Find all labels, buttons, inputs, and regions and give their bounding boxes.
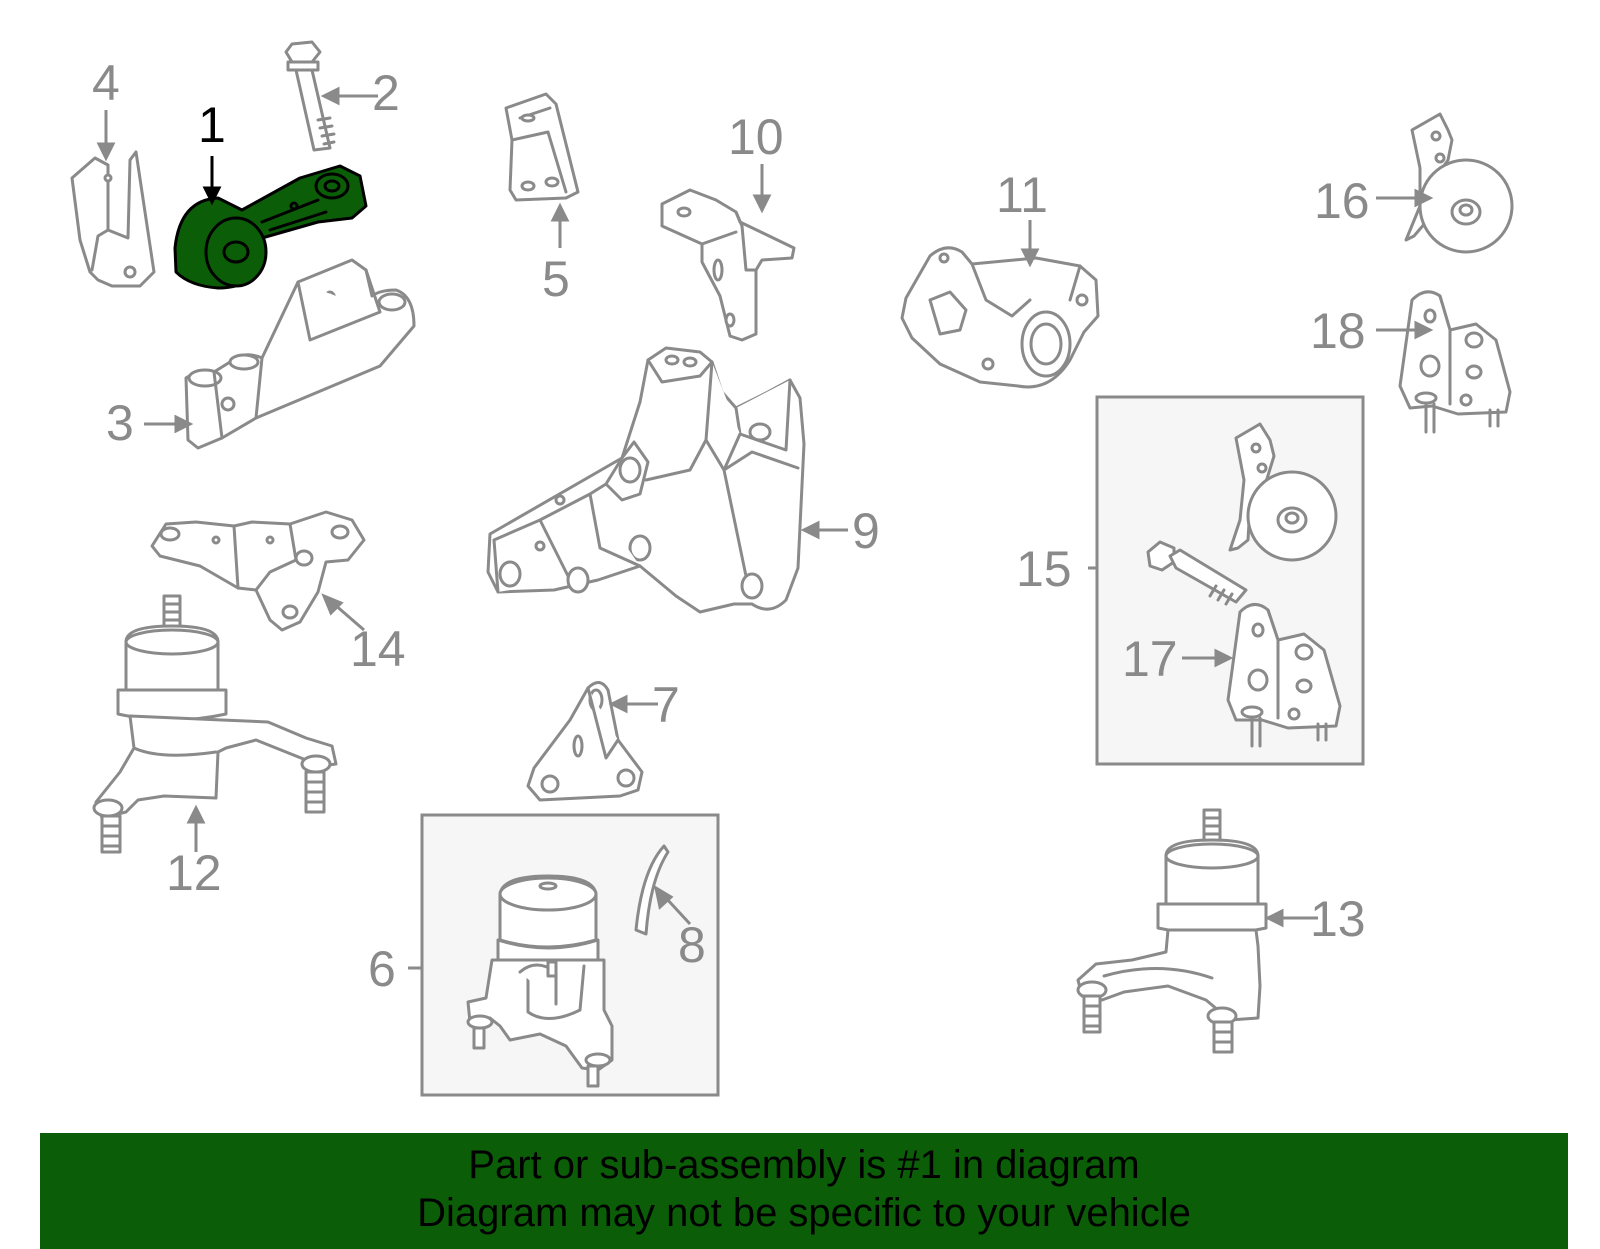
callout-7[interactable]: 7 xyxy=(652,677,680,733)
part-1-torque-rod[interactable] xyxy=(173,164,368,290)
callout-5[interactable]: 5 xyxy=(542,251,570,307)
arrow-7-head xyxy=(608,694,628,714)
arrow-5-head xyxy=(550,202,570,222)
part-16-mount[interactable] xyxy=(1404,112,1514,254)
leader-arrows xyxy=(96,86,1434,970)
callout-1[interactable]: 1 xyxy=(198,97,226,153)
banner-line-1: Part or sub-assembly is #1 in diagram xyxy=(468,1143,1140,1187)
callout-10[interactable]: 10 xyxy=(728,109,784,165)
arrow-13-head xyxy=(1264,908,1284,928)
part-7-bracket[interactable] xyxy=(526,681,644,802)
part-6-mount[interactable] xyxy=(466,874,614,1088)
arrow-4-head xyxy=(96,142,116,162)
banner-line-2: Diagram may not be specific to your vehi… xyxy=(417,1191,1191,1235)
callout-4[interactable]: 4 xyxy=(92,55,120,111)
arrow-12-head xyxy=(186,804,206,824)
arrow-10-head xyxy=(752,194,772,214)
arrow-1-head xyxy=(202,186,222,206)
part-3-bracket[interactable] xyxy=(184,258,416,450)
callout-13[interactable]: 13 xyxy=(1310,891,1366,947)
callout-18[interactable]: 18 xyxy=(1310,303,1366,359)
part-15-bolt[interactable] xyxy=(1146,540,1248,606)
arrow-8 xyxy=(664,896,692,926)
part-9-bracket[interactable] xyxy=(486,346,806,614)
callout-labels: 1 2 3 4 5 6 7 8 9 10 11 12 13 14 15 16 1… xyxy=(92,55,1370,997)
callout-2[interactable]: 2 xyxy=(372,65,400,121)
arrow-18-head xyxy=(1414,320,1434,340)
callout-15[interactable]: 15 xyxy=(1016,541,1072,597)
part-8-strip[interactable] xyxy=(634,844,670,936)
callout-11[interactable]: 11 xyxy=(996,167,1048,223)
arrow-11-head xyxy=(1020,248,1040,268)
part-5-bracket[interactable] xyxy=(504,92,580,202)
part-12-mount[interactable] xyxy=(92,594,338,854)
callout-8[interactable]: 8 xyxy=(678,917,706,973)
info-banner: Part or sub-assembly is #1 in diagram Di… xyxy=(40,1133,1568,1249)
callout-6[interactable]: 6 xyxy=(368,941,396,997)
callout-16[interactable]: 16 xyxy=(1314,173,1370,229)
part-11-bracket[interactable] xyxy=(900,246,1100,389)
arrow-14-head xyxy=(321,593,344,616)
callout-14[interactable]: 14 xyxy=(350,621,406,677)
part-18-mount[interactable] xyxy=(1398,290,1512,434)
arrow-17-head xyxy=(1214,648,1234,668)
part-15-upper-mount[interactable] xyxy=(1228,422,1338,562)
arrow-16-head xyxy=(1414,188,1434,208)
arrow-9-head xyxy=(800,520,820,540)
arrow-2-head xyxy=(320,86,340,106)
part-14-bracket[interactable] xyxy=(150,510,366,632)
part-17-mount[interactable] xyxy=(1226,603,1342,748)
part-10-bracket[interactable] xyxy=(660,188,796,342)
part-4-bracket[interactable] xyxy=(70,150,156,288)
arrow-3-head xyxy=(174,414,194,434)
callout-12[interactable]: 12 xyxy=(166,845,222,901)
part-2-bolt[interactable] xyxy=(284,40,336,152)
callout-3[interactable]: 3 xyxy=(106,395,134,451)
arrow-8-head xyxy=(653,884,674,910)
callout-17[interactable]: 17 xyxy=(1122,631,1178,687)
callout-9[interactable]: 9 xyxy=(852,503,880,559)
part-13-mount[interactable] xyxy=(1076,808,1268,1054)
arrow-14 xyxy=(333,602,365,632)
